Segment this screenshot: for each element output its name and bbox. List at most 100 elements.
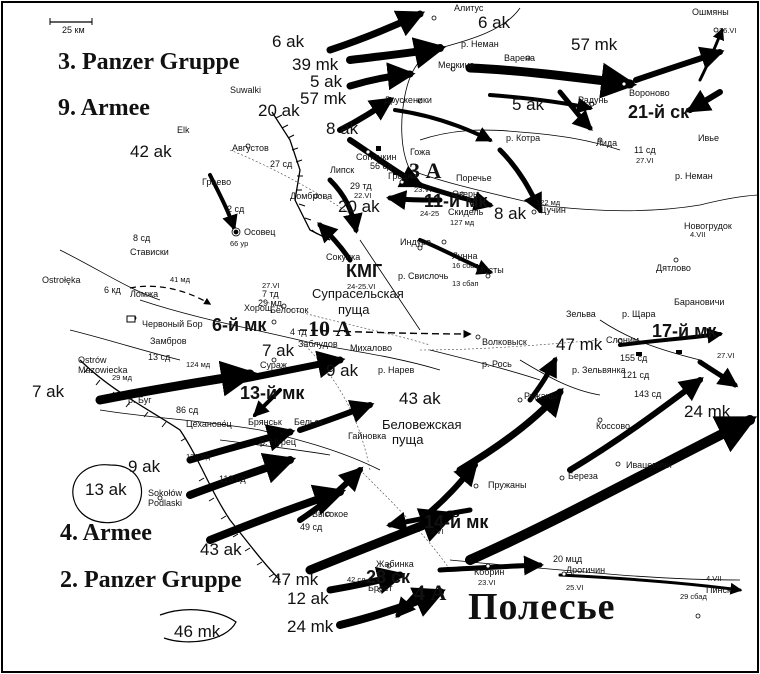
label-german-corps: 6 ak [272,32,305,51]
label-division: 26.VI [719,26,737,35]
label-soviet-10-army: 10 А [308,316,352,341]
label-kmg: КМГ [346,261,383,281]
arrow-radun [488,93,594,114]
town-label: Заблудов [298,339,338,349]
label-division: 27.VI [262,281,280,290]
river-neman-north [401,7,521,171]
town-label: Алитус [454,3,484,13]
town-label: Ружаны [524,391,558,401]
town-label: Ивацевичи [626,460,672,470]
label-german-corps: 8 ak [326,119,359,138]
town-label: Мосты [476,265,504,275]
label-soviet-corps: 17-й мк [652,321,717,341]
label-german-corps: 47 mk [272,570,319,589]
arrow-43ak-south [206,484,347,544]
label-division: 27.VI [717,351,735,360]
town-label: Mazowiecka [78,365,128,375]
river-zelvyanka [519,359,601,396]
town-label: Ostrów [78,355,107,365]
arrow-113sd [186,452,297,499]
arrow-druskeniki [393,108,493,142]
town-label: Новогрудок [684,221,732,231]
label-division: 23.VI [478,578,496,587]
label-division: 13 сбап [452,279,479,288]
arrow-47mk [305,508,457,575]
arrow-grayevo [208,173,238,232]
town-label: Ошмяны [692,7,729,17]
label-division: 86 сд [176,405,199,415]
soviet-arrows [252,89,739,619]
label-german-corps: 20 ak [258,101,300,120]
label-division: 121 сд [622,370,650,380]
arrow-39mk [346,37,447,69]
town-label: Гожа [410,147,431,157]
label-division: 143 сд [634,389,662,399]
town-label: Хорощ [244,303,273,313]
town-label: Барановичи [674,297,725,307]
arrow-5ak [346,62,416,91]
arrow-skidel [417,182,494,211]
label-division: 41 мд [170,275,190,284]
label-division: 56 сд [370,161,393,171]
label-47-mk-soviet: 47 mk [556,335,603,354]
label-division: 122 мд [536,198,561,207]
town-label: Друскеники [384,95,432,105]
label-division: 29 мд [258,298,282,308]
arrow-7ak [95,360,258,405]
label-soviet-corps: 13-й мк [240,383,305,403]
label-soviet-corps: 14-й мк [424,512,489,532]
label-german-corps: 7 ak [32,382,65,401]
town-label: Пружаны [488,480,527,490]
label-soviet-3-army: 3 А [409,158,442,183]
arrow-20ak [327,177,363,234]
label-division: 29 сбад [680,592,707,601]
label-division: 20 мцд [553,554,583,564]
arrow-kobrin [437,555,544,576]
town-label: Белосток [270,305,309,315]
town-label: Сокулка [326,252,361,262]
river-south [449,559,741,581]
town-label: Бельск [294,417,323,427]
label-supraslskaya: Супрасельская [312,286,404,301]
label-kmg-date: 24-25.VI [347,282,376,291]
label-german-corps: 5 ak [310,72,343,91]
town-label: Озеры [452,189,480,199]
arrow-mosty [418,238,493,275]
town-label: Стависки [130,247,169,257]
arrow-24mk-main [465,415,758,565]
town-label: Коссово [596,421,631,431]
arrow-13mk [252,388,282,418]
label-9-armee: 9. Armee [58,95,150,121]
town-label: р. Неман [675,171,713,181]
label-division: 27 сд [270,159,293,169]
label-2-panzer-gruppe: 2. Panzer Gruppe [60,567,242,593]
label-soviet-corps: 28 ск [366,567,411,587]
label-division: 22.VI [354,191,372,200]
arrow-pinsk [558,573,743,595]
town-label: Ломжа [130,289,159,299]
label-division: 29 мд [112,373,132,382]
arrow-4a-brest [395,587,423,619]
label-german-corps: 43 ak [200,540,242,559]
unit-symbols [126,146,682,356]
town-label: Ostrołęka [42,275,81,285]
label-german-corps: 43 ak [399,389,441,408]
label-belovezhskaya: Беловежская [382,417,462,432]
label-german-corps: 20 ak [338,197,380,216]
scale-label: 25 км [62,25,85,35]
town-label: Кобрин [474,567,505,577]
label-division: 24-25 [420,209,440,218]
river-west2 [69,329,181,361]
river-west1 [59,249,161,301]
frontier-ticks [83,114,318,578]
kmg-dashed [299,329,472,339]
label-pushcha-2: пуща [392,432,424,447]
town-label: Слоним [606,335,640,345]
label-division: 25.VI [566,583,584,592]
town-label: Дятлово [656,263,691,273]
town-label: р. Зельвянка [572,365,626,375]
arrow-bereza [456,387,564,474]
label-soviet-corps: 21-й ск [628,102,690,122]
